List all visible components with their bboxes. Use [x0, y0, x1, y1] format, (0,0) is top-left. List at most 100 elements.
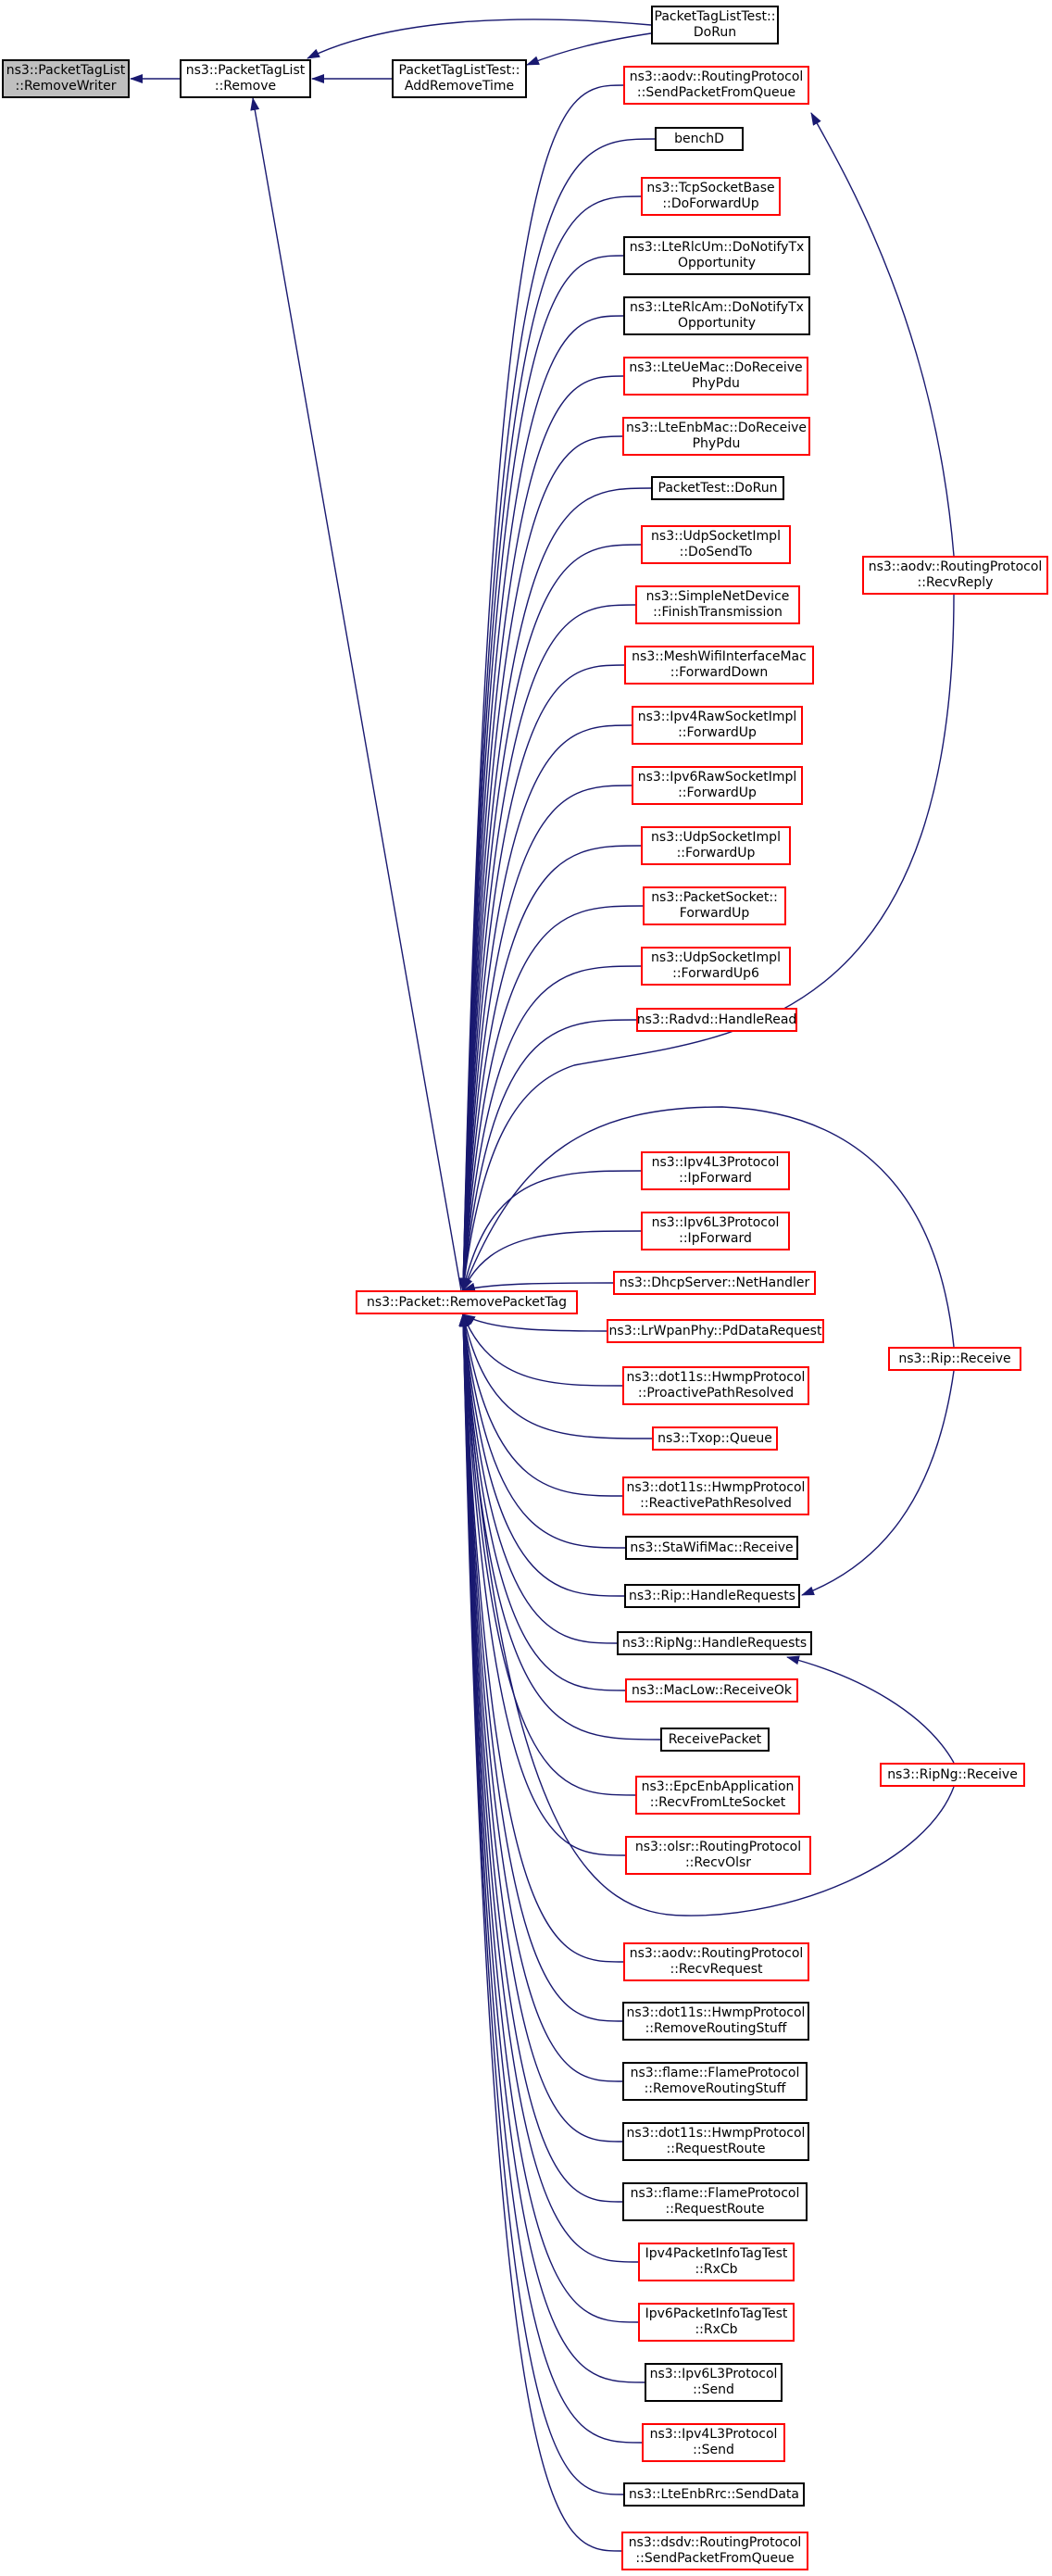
node-dhcp-nethandler[interactable]: ns3::DhcpServer::NetHandler — [613, 1271, 816, 1295]
node-label-line: ns3::flame::FlameProtocol — [630, 2066, 800, 2080]
node-aodv-recvreply[interactable]: ns3::aodv::RoutingProtocol::RecvReply — [862, 556, 1048, 595]
node-ipv6l3-ipforward[interactable]: ns3::Ipv6L3Protocol::IpForward — [641, 1212, 790, 1250]
node-label-line: ns3::Ipv4RawSocketImpl — [637, 710, 797, 724]
node-label-line: ns3::olsr::RoutingProtocol — [634, 1840, 802, 1854]
node-label-line: ns3::UdpSocketImpl — [651, 830, 781, 845]
edge-rip-receive-to-removepackettag — [462, 1106, 955, 1348]
node-benchd[interactable]: benchD — [655, 127, 744, 151]
edge-hwmp-proactive-to-removepackettag — [462, 1313, 623, 1387]
edge-hwmp-reactive-to-removepackettag — [460, 1313, 623, 1497]
node-label-line: ns3::MacLow::ReceiveOk — [631, 1682, 793, 1698]
node-label-line: ::RxCb — [695, 2322, 738, 2337]
node-aodv-recvrequest[interactable]: ns3::aodv::RoutingProtocol::RecvRequest — [623, 1942, 809, 1981]
node-flame-requestroute[interactable]: ns3::flame::FlameProtocol::RequestRoute — [622, 2182, 808, 2221]
node-ipv6raw-forwardup[interactable]: ns3::Ipv6RawSocketImpl::ForwardUp — [632, 766, 803, 805]
node-lrwpan-pddata[interactable]: ns3::LrWpanPhy::PdDataRequest — [607, 1319, 824, 1343]
edge-ripng-receive-to-removepackettag — [458, 1313, 955, 1916]
node-ripng-receive[interactable]: ns3::RipNg::Receive — [880, 1763, 1025, 1787]
node-dorun-taglist[interactable]: PacketTagListTest::DoRun — [651, 6, 779, 44]
node-label-line: ns3::LteEnbRrc::SendData — [628, 2486, 799, 2502]
edge-ipv4info-rxcb-to-removepackettag — [458, 1313, 639, 2263]
node-rip-receive[interactable]: ns3::Rip::Receive — [888, 1347, 1021, 1371]
node-label-line: ns3::PacketSocket:: — [651, 890, 778, 905]
edge-dorun-taglist-to-remove — [307, 19, 652, 59]
edge-packettest-dorun-to-removepackettag — [458, 487, 652, 1291]
node-label-line: ns3::dot11s::HwmpProtocol — [626, 2005, 806, 2020]
node-tcp-doforwardup[interactable]: ns3::TcpSocketBase::DoForwardUp — [641, 177, 781, 216]
node-ipv4l3-ipforward[interactable]: ns3::Ipv4L3Protocol::IpForward — [641, 1151, 790, 1190]
node-label-line: ns3::aodv::RoutingProtocol — [868, 559, 1043, 574]
edge-tcp-doforwardup-to-removepackettag — [458, 195, 642, 1291]
node-label-line: ns3::DhcpServer::NetHandler — [619, 1275, 810, 1290]
node-remove[interactable]: ns3::PacketTagList::Remove — [180, 59, 311, 98]
node-label-line: ::IpForward — [679, 1231, 752, 1246]
node-rip-handlerequests[interactable]: ns3::Rip::HandleRequests — [624, 1584, 800, 1608]
node-lteenbrrc-senddata[interactable]: ns3::LteEnbRrc::SendData — [623, 2482, 805, 2507]
node-udp-forwardup6[interactable]: ns3::UdpSocketImpl::ForwardUp6 — [641, 947, 791, 986]
node-label-line: ::RemoveRoutingStuff — [645, 2021, 787, 2036]
node-removepackettag[interactable]: ns3::Packet::RemovePacketTag — [356, 1290, 578, 1314]
node-label-line: ::SendPacketFromQueue — [635, 2551, 795, 2566]
node-ipv4raw-forwardup[interactable]: ns3::Ipv4RawSocketImpl::ForwardUp — [632, 706, 803, 745]
node-dsdv-sendfromqueue[interactable]: ns3::dsdv::RoutingProtocol::SendPacketFr… — [621, 2532, 808, 2570]
node-label-line: ns3::Radvd::HandleRead — [636, 1012, 797, 1027]
node-simplenet-finish[interactable]: ns3::SimpleNetDevice::FinishTransmission — [635, 585, 800, 624]
node-label-line: ns3::dot11s::HwmpProtocol — [626, 2126, 806, 2141]
node-label-line: ReceivePacket — [668, 1731, 762, 1747]
node-ipv6info-rxcb[interactable]: Ipv6PacketInfoTagTest::RxCb — [638, 2303, 795, 2342]
edge-ipv4l3-ipforward-to-removepackettag — [461, 1170, 642, 1291]
node-ipv6l3-send[interactable]: ns3::Ipv6L3Protocol::Send — [645, 2363, 783, 2402]
node-hwmp-proactive[interactable]: ns3::dot11s::HwmpProtocol::ProactivePath… — [622, 1366, 809, 1405]
edge-rip-receive-to-rip-handlerequests — [801, 1370, 955, 1596]
node-maclow-receiveok[interactable]: ns3::MacLow::ReceiveOk — [625, 1678, 798, 1703]
node-radvd-handleread[interactable]: ns3::Radvd::HandleRead — [636, 1008, 797, 1032]
node-epcenb-recv[interactable]: ns3::EpcEnbApplication::RecvFromLteSocke… — [635, 1776, 800, 1815]
node-udp-dosendto[interactable]: ns3::UdpSocketImpl::DoSendTo — [641, 525, 791, 564]
node-label-line: ns3::SimpleNetDevice — [645, 589, 790, 604]
node-ipv4info-rxcb[interactable]: Ipv4PacketInfoTagTest::RxCb — [638, 2243, 795, 2281]
node-label-line: PacketTest::DoRun — [658, 480, 778, 496]
edge-benchd-to-removepackettag — [458, 138, 656, 1291]
edge-aodv-sendfromqueue-to-removepackettag — [458, 84, 624, 1291]
node-receivepacket[interactable]: ReceivePacket — [660, 1728, 770, 1752]
node-mesh-forwarddown[interactable]: ns3::MeshWifiInterfaceMac::ForwardDown — [624, 646, 814, 685]
node-label-line: ns3::RipNg::HandleRequests — [621, 1635, 808, 1651]
node-stawifi-receive[interactable]: ns3::StaWifiMac::Receive — [625, 1536, 798, 1560]
node-label-line: Opportunity — [677, 316, 756, 331]
node-udp-forwardup[interactable]: ns3::UdpSocketImpl::ForwardUp — [641, 826, 791, 865]
node-label-line: PhyPdu — [692, 436, 741, 451]
edge-hwmp-removerouting-to-removepackettag — [458, 1313, 623, 2022]
node-label-line: ns3::MeshWifiInterfaceMac — [632, 649, 807, 664]
node-label-line: ::RequestRoute — [665, 2202, 765, 2217]
edge-removepackettag-to-remove — [250, 97, 462, 1291]
node-flame-removerouting[interactable]: ns3::flame::FlameProtocol::RemoveRouting… — [622, 2062, 808, 2101]
node-olsr-recvolsr[interactable]: ns3::olsr::RoutingProtocol::RecvOlsr — [625, 1836, 811, 1875]
node-hwmp-removerouting[interactable]: ns3::dot11s::HwmpProtocol::RemoveRouting… — [622, 2002, 809, 2041]
node-packettest-dorun[interactable]: PacketTest::DoRun — [651, 476, 784, 500]
node-label-line: ::DoForwardUp — [662, 196, 759, 211]
node-label-line: ForwardUp — [679, 906, 750, 921]
node-addremovetime[interactable]: PacketTagListTest::AddRemoveTime — [392, 59, 527, 98]
node-label-line: ns3::UdpSocketImpl — [651, 529, 781, 544]
node-label-line: AddRemoveTime — [404, 79, 515, 94]
edge-olsr-recvolsr-to-removepackettag — [458, 1313, 626, 1856]
node-hwmp-requestroute[interactable]: ns3::dot11s::HwmpProtocol::RequestRoute — [622, 2122, 809, 2161]
node-txop-queue[interactable]: ns3::Txop::Queue — [652, 1426, 778, 1451]
node-aodv-sendfromqueue[interactable]: ns3::aodv::RoutingProtocol::SendPacketFr… — [623, 66, 809, 105]
node-hwmp-reactive[interactable]: ns3::dot11s::HwmpProtocol::ReactivePathR… — [622, 1476, 809, 1515]
node-ipv4l3-send[interactable]: ns3::Ipv4L3Protocol::Send — [642, 2423, 785, 2462]
node-label-line: ns3::LteRlcAm::DoNotifyTx — [630, 300, 804, 315]
edge-mesh-forwarddown-to-removepackettag — [458, 664, 625, 1291]
node-label-line: ::ForwardUp6 — [672, 966, 759, 981]
edge-txop-queue-to-removepackettag — [460, 1313, 653, 1439]
node-label-line: ::RxCb — [695, 2262, 738, 2277]
node-label-line: ns3::aodv::RoutingProtocol — [629, 69, 804, 84]
node-ripng-handlerequests[interactable]: ns3::RipNg::HandleRequests — [617, 1631, 812, 1655]
node-label-line: ::IpForward — [679, 1171, 752, 1186]
node-packetsocket-forwardup[interactable]: ns3::PacketSocket::ForwardUp — [643, 886, 786, 925]
